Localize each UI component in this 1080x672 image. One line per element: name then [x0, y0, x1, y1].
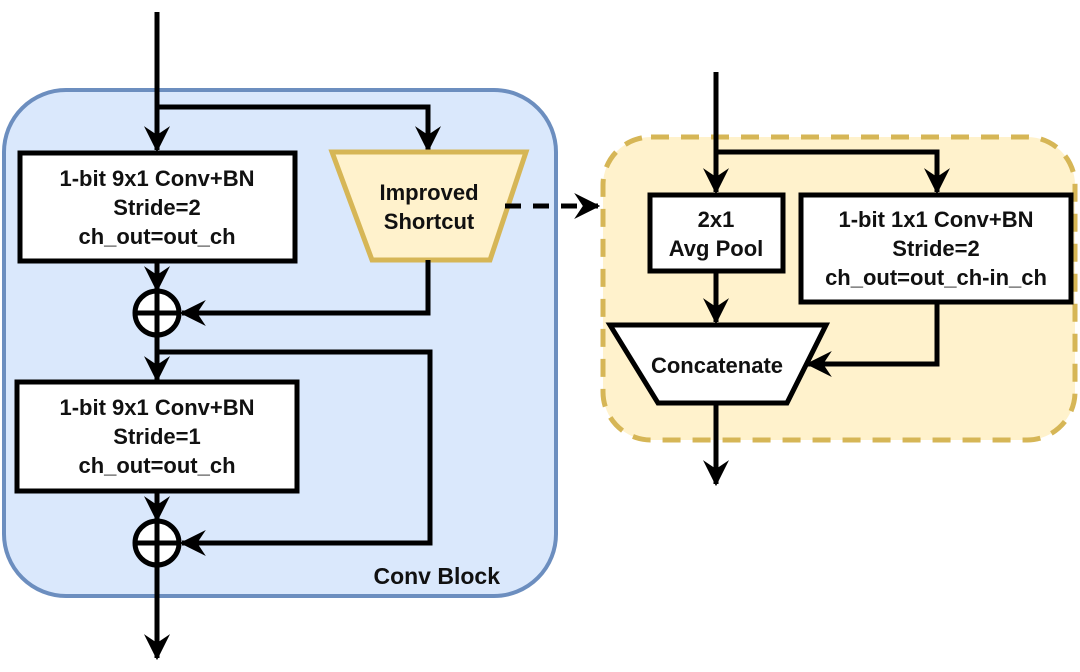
conv1x1-line1: 1-bit 1x1 Conv+BN [839, 207, 1034, 232]
conv-block-label: Conv Block [373, 563, 500, 589]
conv1x1-to-concat-arrow [805, 302, 940, 377]
avg-pool-box: 2x1 Avg Pool [647, 192, 786, 274]
conv1x1-line2: Stride=2 [892, 236, 979, 261]
improved-shortcut-line1: Improved [379, 180, 478, 205]
add-node-2 [132, 518, 182, 568]
improved-shortcut-block: Improved Shortcut [328, 149, 530, 263]
conv1-line2: Stride=2 [113, 195, 200, 220]
detail-conv-branch-arrow [716, 149, 950, 195]
add-node-1 [132, 288, 182, 338]
conv1-line1: 1-bit 9x1 Conv+BN [60, 166, 255, 191]
conv1-line3: ch_out=out_ch [78, 224, 235, 249]
conv2-line1: 1-bit 9x1 Conv+BN [60, 395, 255, 420]
conv1x1-box: 1-bit 1x1 Conv+BN Stride=2 ch_out=out_ch… [798, 192, 1074, 305]
conv2-box: 1-bit 9x1 Conv+BN Stride=1 ch_out=out_ch [14, 379, 300, 494]
shortcut-branch-arrow [157, 104, 441, 153]
conv2-line2: Stride=1 [113, 424, 200, 449]
improved-shortcut-line2: Shortcut [384, 209, 475, 234]
residual-branch-2-arrow [157, 349, 433, 556]
avg-pool-line2: Avg Pool [669, 236, 764, 261]
conv1-box: 1-bit 9x1 Conv+BN Stride=2 ch_out=out_ch [17, 150, 298, 264]
conv1x1-line3: ch_out=out_ch-in_ch [825, 265, 1047, 290]
concatenate-label: Concatenate [651, 353, 783, 378]
shortcut-to-add1-arrow [179, 260, 431, 326]
concatenate-block: Concatenate [605, 322, 831, 406]
conv2-line3: ch_out=out_ch [78, 453, 235, 478]
avg-pool-line1: 2x1 [698, 207, 735, 232]
